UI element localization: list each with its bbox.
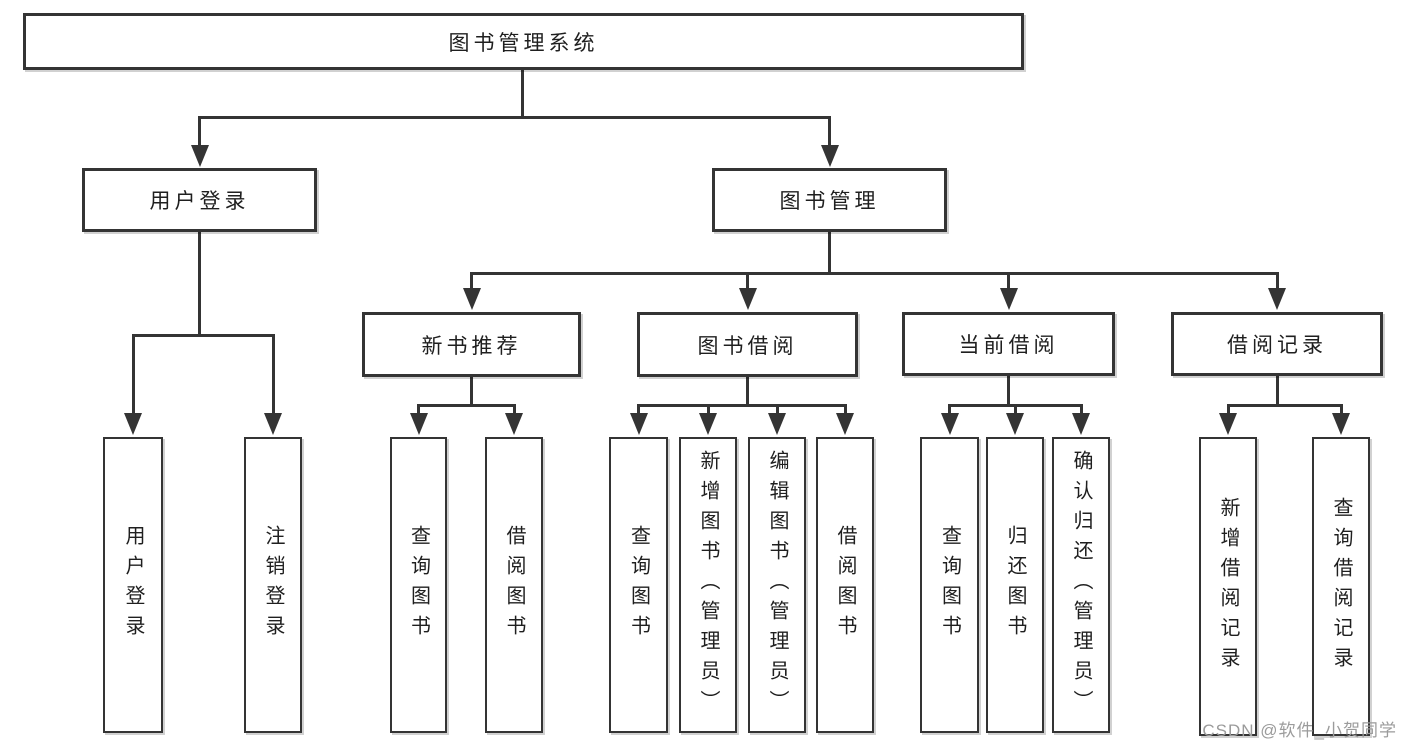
node-book-borrow: 图书借阅 — [637, 312, 858, 377]
connector-segment — [1226, 404, 1230, 415]
connector-segment — [746, 377, 749, 407]
leaf-return-books: 归还图书 — [986, 437, 1044, 733]
node-label: 图书借阅 — [697, 334, 798, 358]
leaf-label: 查询图书 — [627, 525, 650, 645]
connector-segment — [131, 334, 275, 337]
connector-segment — [828, 232, 831, 275]
connector-segment — [131, 334, 135, 415]
node-label: 借阅记录 — [1227, 334, 1327, 357]
connector-segment — [520, 70, 524, 119]
connector-segment — [470, 377, 473, 407]
leaf-query-books-borrow: 查询图书 — [609, 437, 668, 733]
arrow-down-icon — [124, 413, 142, 435]
arrow-down-icon — [820, 145, 839, 167]
connector-segment — [417, 404, 516, 407]
leaf-label: 查询图书 — [407, 525, 430, 645]
arrow-down-icon — [264, 413, 282, 435]
connector-segment — [198, 116, 831, 119]
leaf-label: 查询借阅记录 — [1330, 496, 1352, 677]
leaf-query-borrow-record: 查询借阅记录 — [1312, 437, 1370, 736]
connector-segment — [1007, 376, 1010, 407]
connector-segment — [948, 404, 951, 415]
arrow-down-icon — [738, 288, 757, 310]
arrow-down-icon — [940, 413, 959, 435]
csdn-watermark: CSDN @软件_小贺同学 — [1202, 721, 1397, 740]
connector-segment — [198, 116, 201, 147]
node-new-book-recommend: 新书推荐 — [362, 312, 581, 377]
leaf-label: 确认归还（管理员） — [1070, 450, 1092, 720]
arrow-down-icon — [1268, 288, 1286, 310]
node-book-management: 图书管理 — [712, 168, 947, 232]
connector-segment — [746, 272, 749, 290]
node-label: 图书管理系统 — [448, 31, 599, 55]
connector-segment — [1079, 404, 1083, 415]
node-root-system: 图书管理系统 — [23, 13, 1024, 70]
node-user-login: 用户登录 — [82, 168, 317, 232]
leaf-label: 编辑图书（管理员） — [766, 450, 788, 720]
connector-segment — [198, 232, 201, 337]
arrow-down-icon — [768, 413, 786, 435]
leaf-add-book-admin: 新增图书（管理员） — [679, 437, 737, 733]
leaf-label: 注销登录 — [262, 525, 284, 645]
connector-segment — [470, 272, 473, 290]
connector-segment — [417, 404, 420, 415]
connector-segment — [271, 334, 275, 415]
node-borrow-records: 借阅记录 — [1171, 312, 1383, 376]
connector-segment — [512, 404, 516, 415]
connector-segment — [828, 116, 831, 147]
node-current-borrow: 当前借阅 — [902, 312, 1115, 376]
leaf-query-books-newbook: 查询图书 — [390, 437, 447, 733]
arrow-down-icon — [1219, 413, 1237, 435]
arrow-down-icon — [1332, 413, 1350, 435]
leaf-add-borrow-record: 新增借阅记录 — [1199, 437, 1257, 736]
leaf-user-login: 用户登录 — [103, 437, 163, 733]
leaf-logout: 注销登录 — [244, 437, 302, 733]
leaf-query-books-current: 查询图书 — [920, 437, 979, 733]
leaf-label: 新增图书（管理员） — [697, 450, 719, 720]
leaf-label: 查询图书 — [938, 525, 961, 645]
connector-segment — [637, 404, 640, 415]
connector-segment — [1339, 404, 1343, 415]
connector-segment — [470, 272, 1279, 275]
arrow-down-icon — [999, 288, 1018, 310]
arrow-down-icon — [462, 288, 481, 310]
connector-segment — [1013, 404, 1017, 415]
arrow-down-icon — [409, 413, 428, 435]
node-label: 用户登录 — [149, 190, 250, 213]
leaf-borrow-books-borrow: 借阅图书 — [816, 437, 874, 733]
arrow-down-icon — [1072, 413, 1090, 435]
leaf-label: 新增借阅记录 — [1217, 496, 1239, 677]
node-label: 图书管理 — [779, 190, 880, 213]
arrow-down-icon — [505, 413, 523, 435]
leaf-label: 借阅图书 — [834, 525, 856, 645]
node-label: 当前借阅 — [958, 334, 1059, 357]
connector-segment — [843, 404, 847, 415]
leaf-label: 借阅图书 — [503, 525, 525, 645]
connector-segment — [1275, 272, 1279, 290]
connector-segment — [706, 404, 710, 415]
node-label: 新书推荐 — [421, 334, 522, 358]
connector-segment — [637, 404, 847, 407]
connector-segment — [1226, 404, 1343, 407]
arrow-down-icon — [1006, 413, 1024, 435]
arrow-down-icon — [836, 413, 854, 435]
arrow-down-icon — [190, 145, 209, 167]
arrow-down-icon — [629, 413, 648, 435]
connector-segment — [1007, 272, 1010, 290]
leaf-borrow-books-newbook: 借阅图书 — [485, 437, 543, 733]
leaf-edit-book-admin: 编辑图书（管理员） — [748, 437, 806, 733]
leaf-confirm-return-admin: 确认归还（管理员） — [1052, 437, 1110, 733]
leaf-label: 归还图书 — [1004, 525, 1026, 645]
arrow-down-icon — [699, 413, 717, 435]
leaf-label: 用户登录 — [122, 525, 144, 645]
connector-segment — [775, 404, 779, 415]
connector-segment — [1275, 376, 1279, 407]
